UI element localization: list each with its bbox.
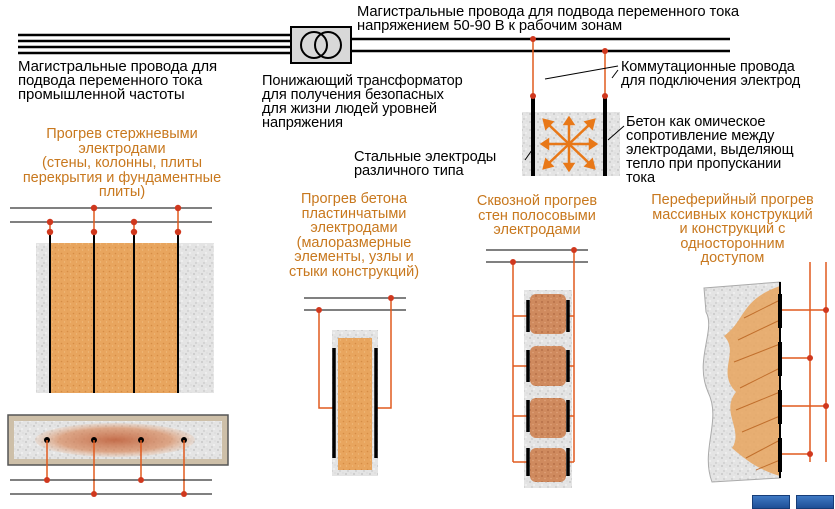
label-concrete-resistance: Бетон как омическое сопротивление между … bbox=[626, 114, 794, 186]
strip-electrodes bbox=[486, 247, 588, 488]
plate-electrodes bbox=[304, 295, 406, 476]
caption-plate: Прогрев бетона пластинчатыми электродами… bbox=[288, 191, 420, 280]
rod-electrodes-slab bbox=[7, 414, 229, 497]
label-transformer: Понижающий трансформатор для получения б… bbox=[262, 73, 463, 131]
rod-electrodes-wall bbox=[10, 204, 214, 393]
label-steel-electrodes: Стальные электроды различного типа bbox=[354, 149, 497, 179]
transformer-icon bbox=[290, 26, 352, 64]
caption-peripheral: Переферийный прогрев массивных конструкц… bbox=[651, 192, 814, 266]
nav-prev-button[interactable] bbox=[752, 495, 790, 509]
heat-arrows bbox=[539, 115, 599, 173]
nav-next-button[interactable] bbox=[796, 495, 834, 509]
label-switching-wires: Коммутационные провода для подключения э… bbox=[621, 59, 801, 89]
caption-rod: Прогрев стержневыми электродами (стены, … bbox=[22, 126, 222, 200]
main-wires bbox=[18, 33, 730, 55]
label-left-mains: Магистральные провода для подвода переме… bbox=[18, 58, 218, 103]
peripheral-heating bbox=[702, 262, 829, 483]
strip-blocks bbox=[530, 294, 566, 482]
central-demo bbox=[522, 36, 625, 176]
label-top-mains: Магистральные провода для подвода переме… bbox=[357, 4, 740, 34]
caption-strip: Сквозной прогрев стен полосовыми электро… bbox=[476, 193, 598, 238]
